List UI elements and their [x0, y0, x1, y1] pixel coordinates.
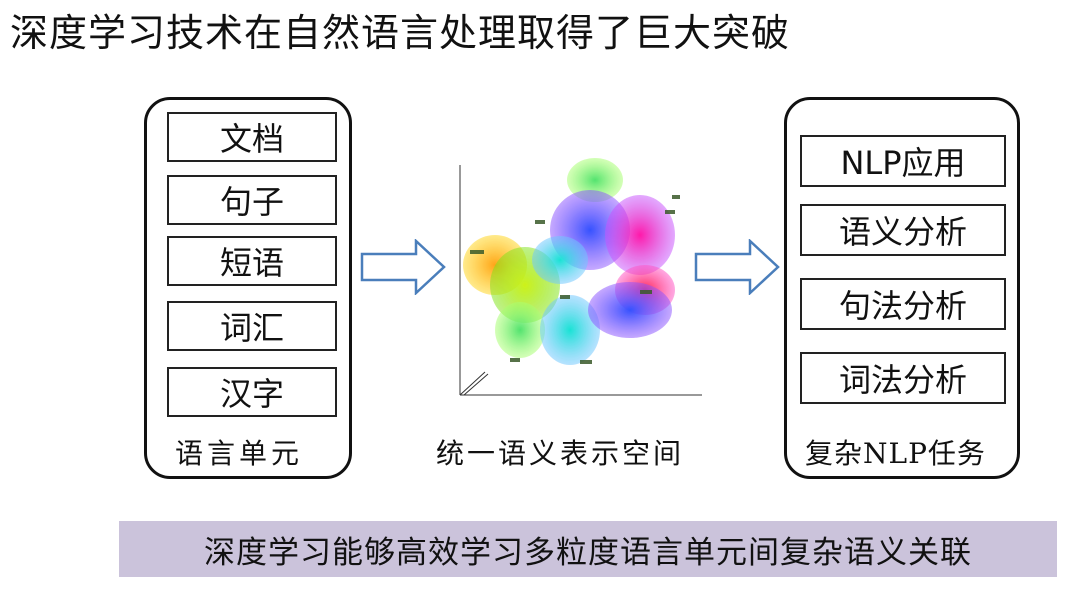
- unit-phrase: 短语: [167, 236, 337, 286]
- nlp-tasks-panel: NLP应用 语义分析 句法分析 词法分析 复杂NLP任务: [784, 97, 1020, 479]
- semantic-space-caption: 统一语义表示空间: [436, 437, 685, 470]
- summary-banner: 深度学习能够高效学习多粒度语言单元间复杂语义关联: [119, 521, 1057, 577]
- task-semantic-analysis: 语义分析: [800, 204, 1006, 256]
- right-arrow-icon: [694, 239, 780, 295]
- semantic-space-scatter: [459, 158, 702, 396]
- nlp-tasks-caption: 复杂NLP任务: [805, 437, 986, 470]
- task-syntactic-analysis: 句法分析: [800, 278, 1006, 330]
- task-nlp-application: NLP应用: [800, 135, 1006, 187]
- unit-sentence: 句子: [167, 175, 337, 225]
- language-units-caption: 语言单元: [175, 437, 304, 470]
- unit-character: 汉字: [167, 367, 337, 417]
- unit-document: 文档: [167, 112, 337, 162]
- right-arrow-icon: [360, 239, 446, 295]
- unit-word: 词汇: [167, 301, 337, 351]
- page-title: 深度学习技术在自然语言处理取得了巨大突破: [10, 11, 791, 55]
- task-lexical-analysis: 词法分析: [800, 352, 1006, 404]
- language-units-panel: 文档 句子 短语 词汇 汉字 语言单元: [144, 97, 352, 479]
